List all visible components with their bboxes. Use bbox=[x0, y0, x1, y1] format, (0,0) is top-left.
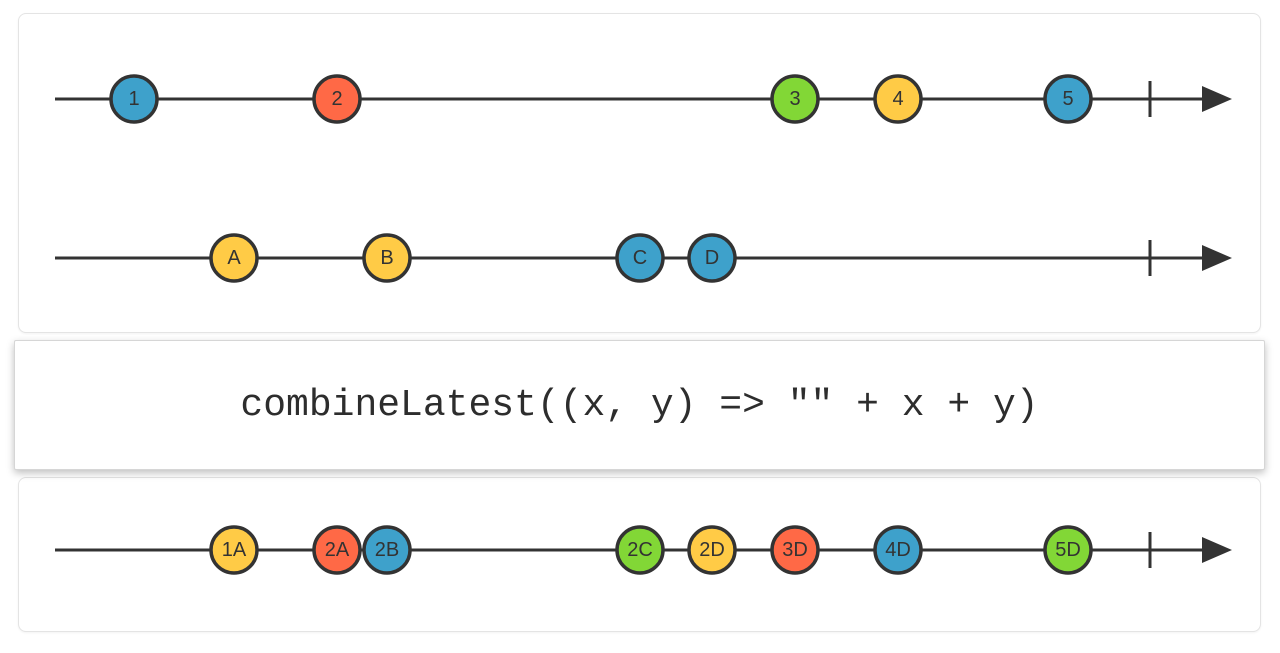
operator-box: combineLatest((x, y) => "" + x + y) bbox=[14, 340, 1265, 470]
marble-4D bbox=[873, 525, 923, 575]
marble-2A bbox=[312, 525, 362, 575]
marble-2[interactable] bbox=[312, 74, 362, 124]
timeline-arrowhead-icon bbox=[1202, 245, 1232, 271]
marble-5[interactable] bbox=[1043, 74, 1093, 124]
marble-4[interactable] bbox=[873, 74, 923, 124]
marble-2B bbox=[362, 525, 412, 575]
marble-C[interactable] bbox=[615, 233, 665, 283]
marble-1[interactable] bbox=[109, 74, 159, 124]
marble-3D bbox=[770, 525, 820, 575]
marble-2D bbox=[687, 525, 737, 575]
operator-code: combineLatest((x, y) => "" + x + y) bbox=[240, 383, 1039, 427]
marble-B[interactable] bbox=[362, 233, 412, 283]
marble-A[interactable] bbox=[209, 233, 259, 283]
marble-2C bbox=[615, 525, 665, 575]
marble-1A bbox=[209, 525, 259, 575]
timeline-arrowhead-icon bbox=[1202, 86, 1232, 112]
timeline-arrowhead-icon bbox=[1202, 537, 1232, 563]
marble-5D bbox=[1043, 525, 1093, 575]
marble-3[interactable] bbox=[770, 74, 820, 124]
marble-D[interactable] bbox=[687, 233, 737, 283]
